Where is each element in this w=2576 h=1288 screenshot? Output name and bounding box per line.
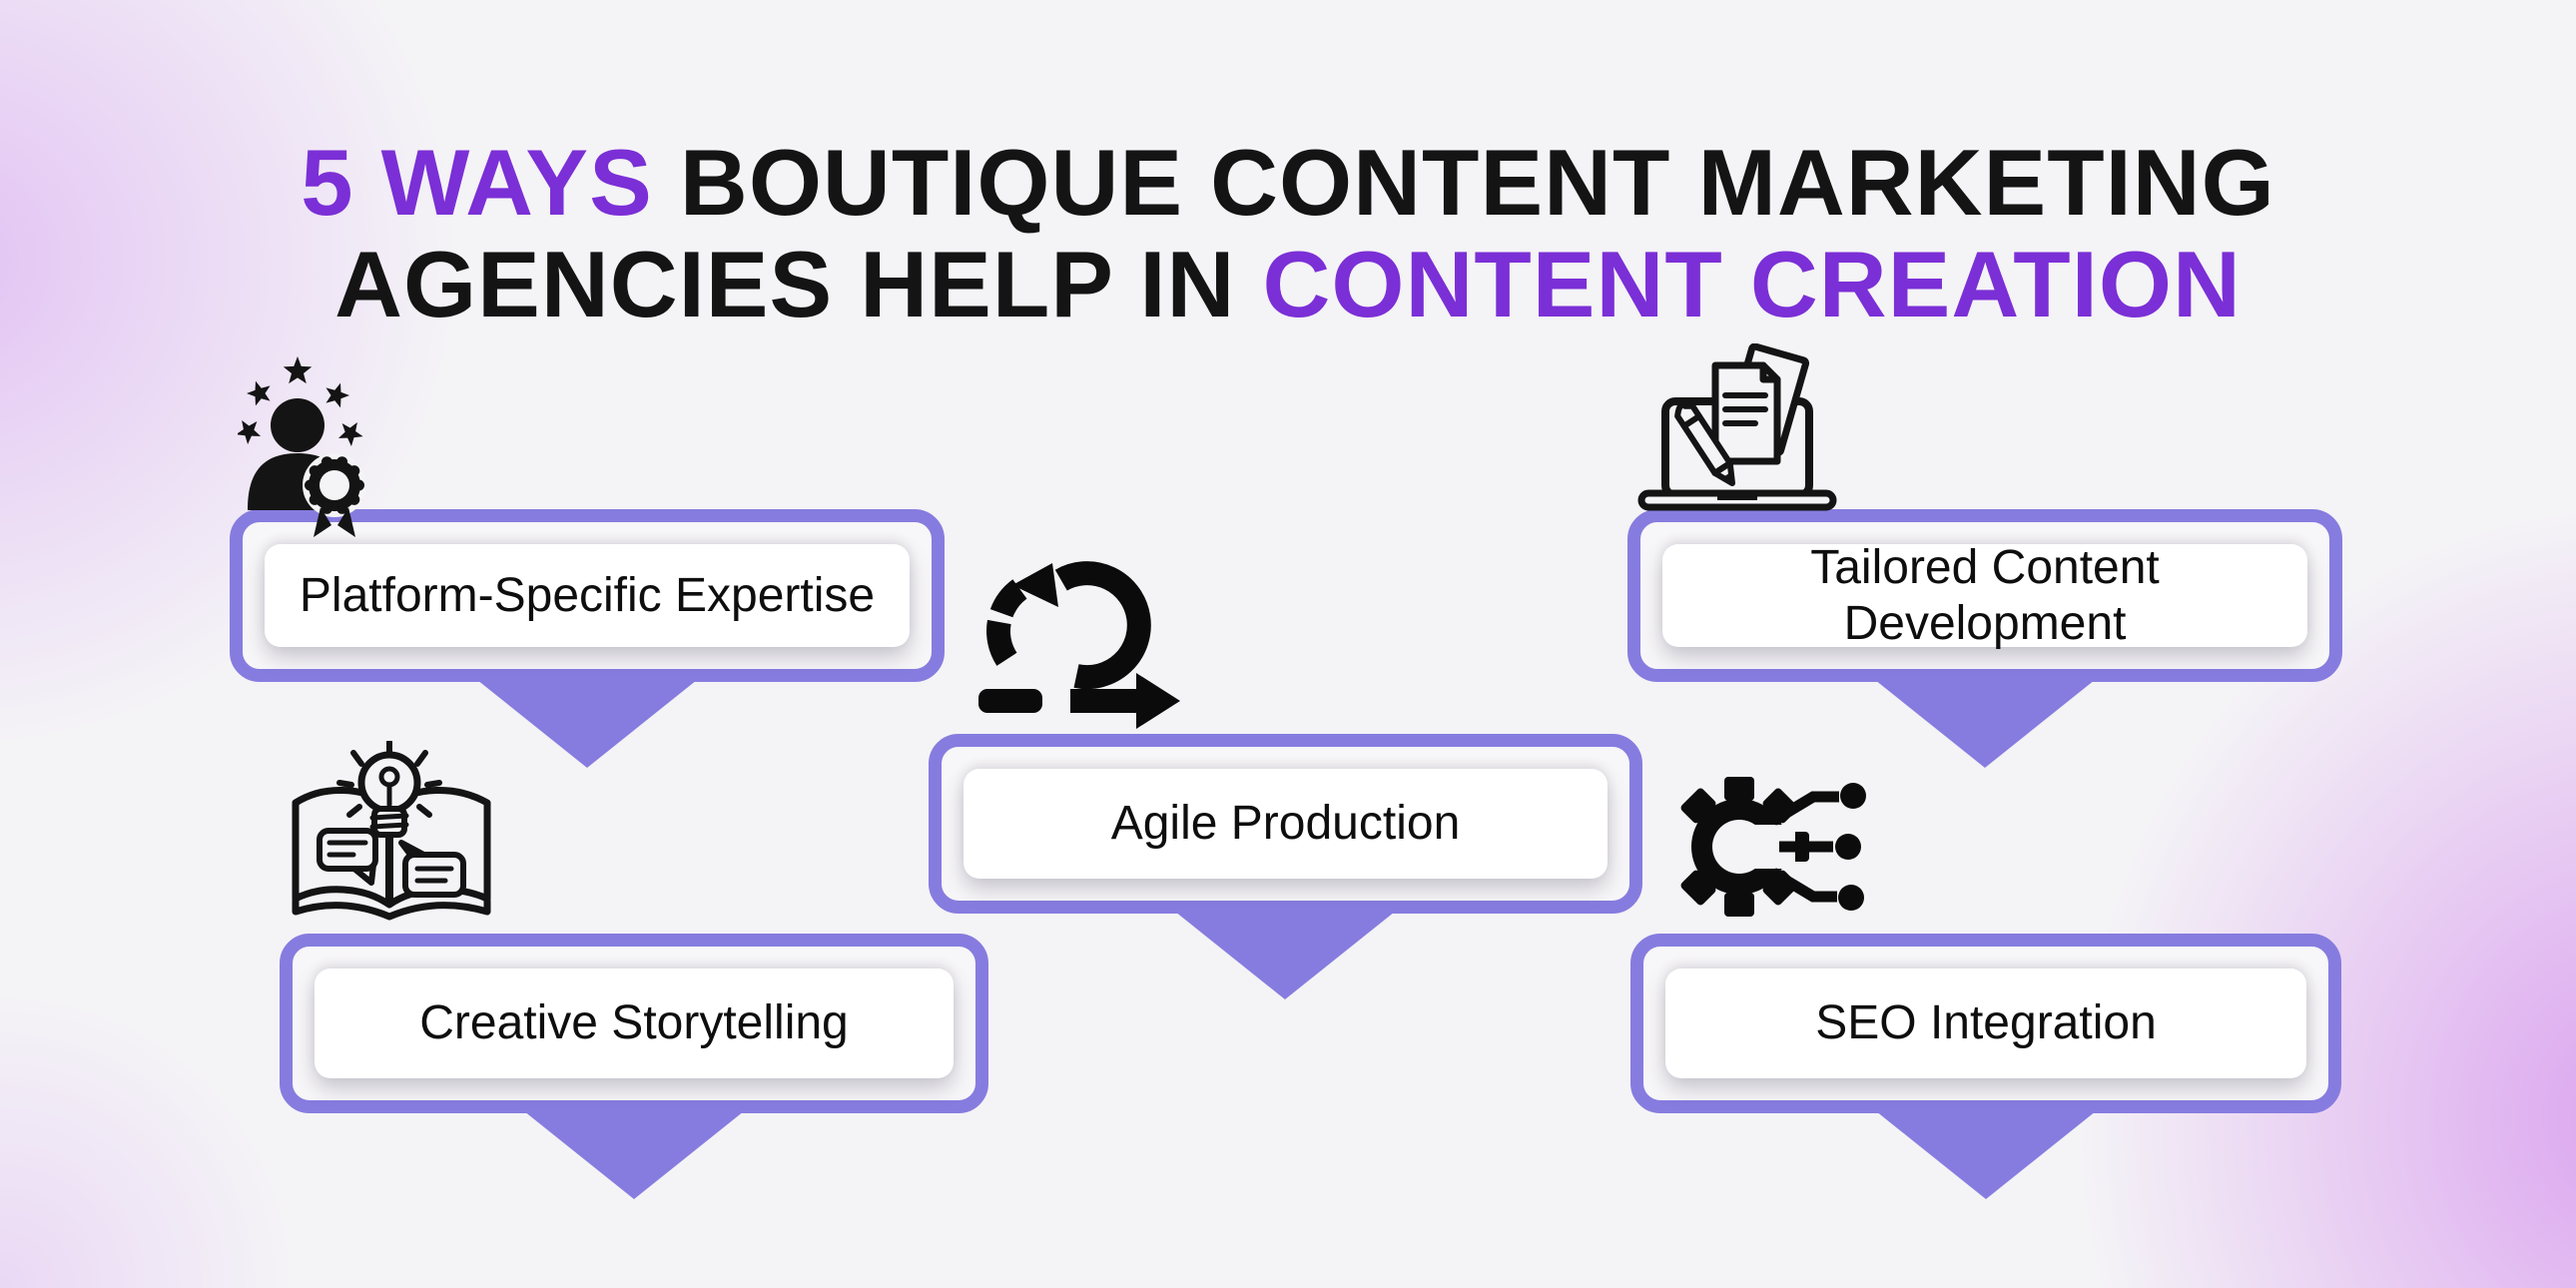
card-label: Platform-Specific Expertise [265, 544, 910, 647]
card-label: Tailored Content Development [1662, 541, 2307, 650]
pointer-arrow [1870, 676, 2100, 768]
title-rest-1: BOUTIQUE CONTENT MARKETING [652, 130, 2275, 235]
agile-sprint-icon [978, 561, 1183, 731]
card-label: Creative Storytelling [315, 968, 954, 1078]
card-platform-specific-expertise: Platform-Specific Expertise [230, 509, 945, 682]
card-label: Agile Production [964, 769, 1608, 879]
title-line-1: 5 WAYS BOUTIQUE CONTENT MARKETING [0, 130, 2576, 235]
laptop-content-writing-icon [1635, 343, 1840, 511]
seo-gear-circuit-icon [1667, 765, 1882, 930]
pointer-arrow [519, 1107, 749, 1199]
title-line-2: AGENCIES HELP IN CONTENT CREATION [0, 234, 2576, 335]
card-seo-integration: SEO Integration [1630, 934, 2341, 1113]
expertise-person-stars-badge-icon [238, 351, 373, 541]
title-highlight-2: CONTENT CREATION [1262, 232, 2242, 337]
pointer-arrow [1871, 1107, 2101, 1199]
title-highlight-1: 5 WAYS [301, 130, 653, 235]
card-agile-production: Agile Production [929, 734, 1642, 914]
page-title: 5 WAYS BOUTIQUE CONTENT MARKETING AGENCI… [0, 130, 2576, 336]
title-prefix-2: AGENCIES HELP IN [334, 232, 1263, 337]
pointer-arrow [1170, 908, 1400, 999]
card-tailored-content-development: Tailored Content Development [1627, 509, 2342, 682]
card-label: SEO Integration [1665, 968, 2306, 1078]
storytelling-book-bulb-icon [288, 741, 495, 937]
pointer-arrow [472, 676, 702, 768]
card-creative-storytelling: Creative Storytelling [280, 934, 988, 1113]
